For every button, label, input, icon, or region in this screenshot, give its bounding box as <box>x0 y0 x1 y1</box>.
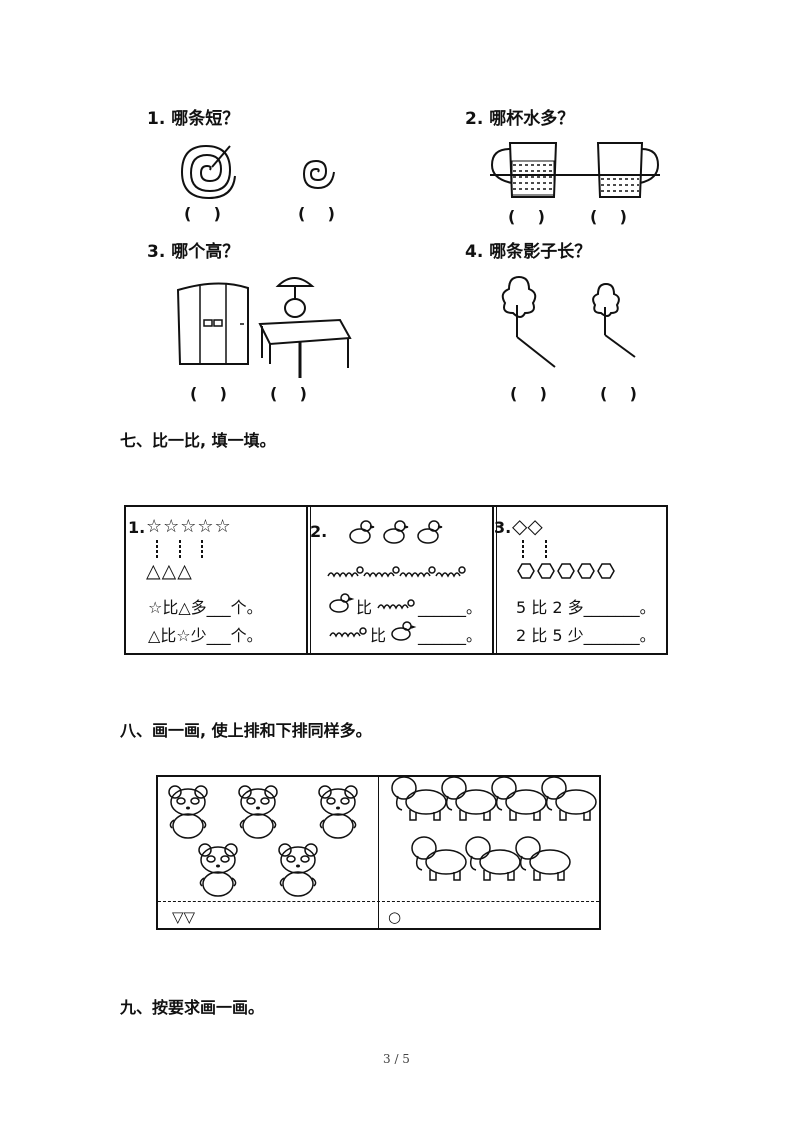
column-divider <box>310 507 311 653</box>
page-number: 3 / 5 <box>383 1052 410 1066</box>
q2-answer-left[interactable]: ( ) <box>508 207 545 226</box>
hexagon-row-icon <box>517 563 615 579</box>
cell2-number: 2. <box>310 522 328 541</box>
q4-title: 4. 哪条影子长？ <box>465 242 592 262</box>
column-divider <box>492 507 494 653</box>
elephant-group-icon <box>391 776 597 881</box>
long-spiral-icon <box>180 144 236 200</box>
q1-title: 1. 哪条短？ <box>147 109 240 129</box>
q3-answer-right[interactable]: ( ) <box>270 384 307 403</box>
row-divider <box>158 901 599 902</box>
stars-row: ☆☆☆☆☆ <box>146 516 232 537</box>
section-8-title: 八、画一画, 使上排和下排同样多。 <box>120 721 372 740</box>
dotted-connectors <box>522 540 547 560</box>
q1-answer-left[interactable]: ( ) <box>184 204 221 223</box>
section-7-title: 七、比一比, 填一填。 <box>120 431 276 450</box>
cell3-number: 3. <box>494 518 512 537</box>
cell2-compare-word-2: 比 <box>370 626 387 645</box>
q2-answer-right[interactable]: ( ) <box>590 207 627 226</box>
chick-icon <box>329 593 355 613</box>
cell1-question-1: ☆比△多___个。 <box>148 598 263 617</box>
column-divider <box>496 507 497 653</box>
left-answer-marks[interactable]: ▽▽ <box>172 908 196 926</box>
caterpillar-icon <box>377 599 415 610</box>
q2-title: 2. 哪杯水多？ <box>465 109 575 129</box>
cups-icon <box>490 142 660 198</box>
q4-answer-right[interactable]: ( ) <box>600 384 637 403</box>
column-divider <box>378 777 379 928</box>
triangles-row: △△△ <box>146 560 193 582</box>
q4-answer-left[interactable]: ( ) <box>510 384 547 403</box>
right-answer-marks[interactable]: ○ <box>388 908 402 926</box>
caterpillar-row-icon <box>327 566 466 578</box>
cell3-question-2: 2 比 5 少_______。 <box>516 626 656 645</box>
q3-answer-left[interactable]: ( ) <box>190 384 227 403</box>
cell2-blank-1[interactable]: ______。 <box>418 598 483 617</box>
cell3-question-1: 5 比 2 多_______。 <box>516 598 656 617</box>
panda-group-icon <box>168 785 358 897</box>
column-divider <box>306 507 308 653</box>
short-spiral-icon <box>302 159 335 190</box>
cell1-number: 1. <box>128 518 146 537</box>
cell2-compare-word-1: 比 <box>356 598 373 617</box>
cell2-blank-2[interactable]: ______。 <box>418 626 483 645</box>
caterpillar-icon <box>329 627 367 638</box>
dotted-connectors <box>156 540 203 560</box>
section-9-title: 九、按要求画一画。 <box>120 998 265 1017</box>
compare-table <box>124 505 668 655</box>
diamonds-row: ◇◇ <box>512 514 543 538</box>
q1-answer-right[interactable]: ( ) <box>298 204 335 223</box>
chick-row-icon <box>349 520 443 544</box>
q3-title: 3. 哪个高？ <box>147 242 240 262</box>
tree-shadows-icon <box>501 275 636 368</box>
wardrobe-table-icon <box>176 277 352 378</box>
cell1-question-2: △比☆少___个。 <box>148 626 263 645</box>
chick-icon <box>391 621 417 641</box>
draw-match-table <box>156 775 601 930</box>
